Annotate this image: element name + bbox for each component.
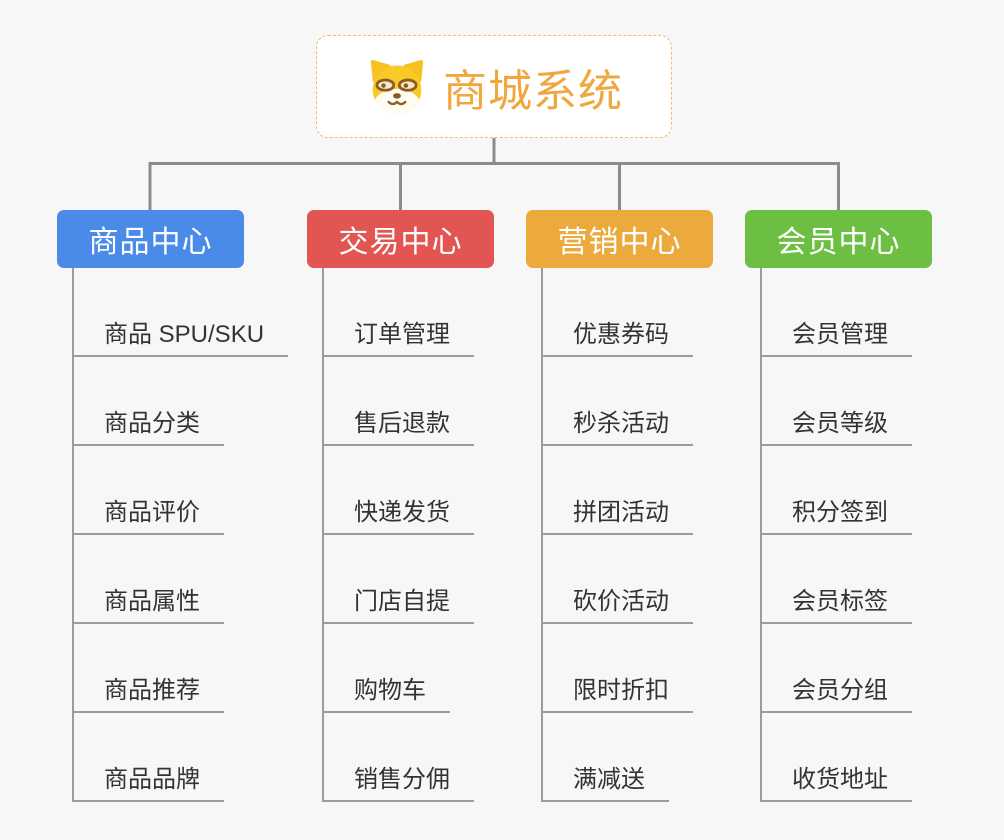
root-node[interactable]: 商城系统	[316, 35, 672, 138]
leaf-item[interactable]: 会员管理	[760, 315, 912, 357]
branch-header-member-center[interactable]: 会员中心	[745, 210, 932, 268]
leaf-item[interactable]: 商品分类	[72, 404, 224, 446]
leaf-item[interactable]: 商品属性	[72, 582, 224, 624]
leaf-item[interactable]: 商品 SPU/SKU	[72, 315, 289, 357]
leaf-item[interactable]: 收货地址	[760, 760, 912, 802]
leaf-item[interactable]: 购物车	[322, 671, 450, 713]
leaf-item[interactable]: 门店自提	[322, 582, 474, 624]
leaf-item[interactable]: 优惠券码	[541, 315, 693, 357]
leaf-item[interactable]: 积分签到	[760, 493, 912, 535]
branch-trunk-line	[760, 268, 762, 802]
leaf-item[interactable]: 商品品牌	[72, 760, 224, 802]
leaf-item[interactable]: 订单管理	[322, 315, 474, 357]
leaf-item[interactable]: 商品推荐	[72, 671, 224, 713]
dog-face-icon	[370, 59, 424, 114]
leaf-item[interactable]: 秒杀活动	[541, 404, 693, 446]
leaf-item[interactable]: 会员分组	[760, 671, 912, 713]
branch-product-center: 商品中心 商品 SPU/SKU 商品分类 商品评价 商品属性 商品推荐 商品品牌	[57, 210, 307, 810]
branch-header-trade-center[interactable]: 交易中心	[307, 210, 494, 268]
branch-member-center: 会员中心 会员管理 会员等级 积分签到 会员标签 会员分组 收货地址	[745, 210, 995, 810]
leaf-item[interactable]: 售后退款	[322, 404, 474, 446]
root-title: 商城系统	[443, 66, 623, 116]
leaf-item[interactable]: 砍价活动	[541, 582, 693, 624]
leaf-item[interactable]: 会员等级	[760, 404, 912, 446]
branch-trade-center: 交易中心 订单管理 售后退款 快递发货 门店自提 购物车 销售分佣	[307, 210, 557, 810]
leaf-item[interactable]: 拼团活动	[541, 493, 693, 535]
leaf-item[interactable]: 会员标签	[760, 582, 912, 624]
branch-trunk-line	[322, 268, 324, 802]
branch-trunk-line	[72, 268, 74, 802]
branch-header-product-center[interactable]: 商品中心	[57, 210, 244, 268]
leaf-item[interactable]: 满减送	[541, 760, 669, 802]
leaf-item[interactable]: 商品评价	[72, 493, 224, 535]
branch-marketing-center: 营销中心 优惠券码 秒杀活动 拼团活动 砍价活动 限时折扣 满减送	[526, 210, 776, 810]
branch-trunk-line	[541, 268, 543, 802]
leaf-item[interactable]: 限时折扣	[541, 671, 693, 713]
branch-header-marketing-center[interactable]: 营销中心	[526, 210, 713, 268]
leaf-item[interactable]: 快递发货	[322, 493, 474, 535]
leaf-item[interactable]: 销售分佣	[322, 760, 474, 802]
